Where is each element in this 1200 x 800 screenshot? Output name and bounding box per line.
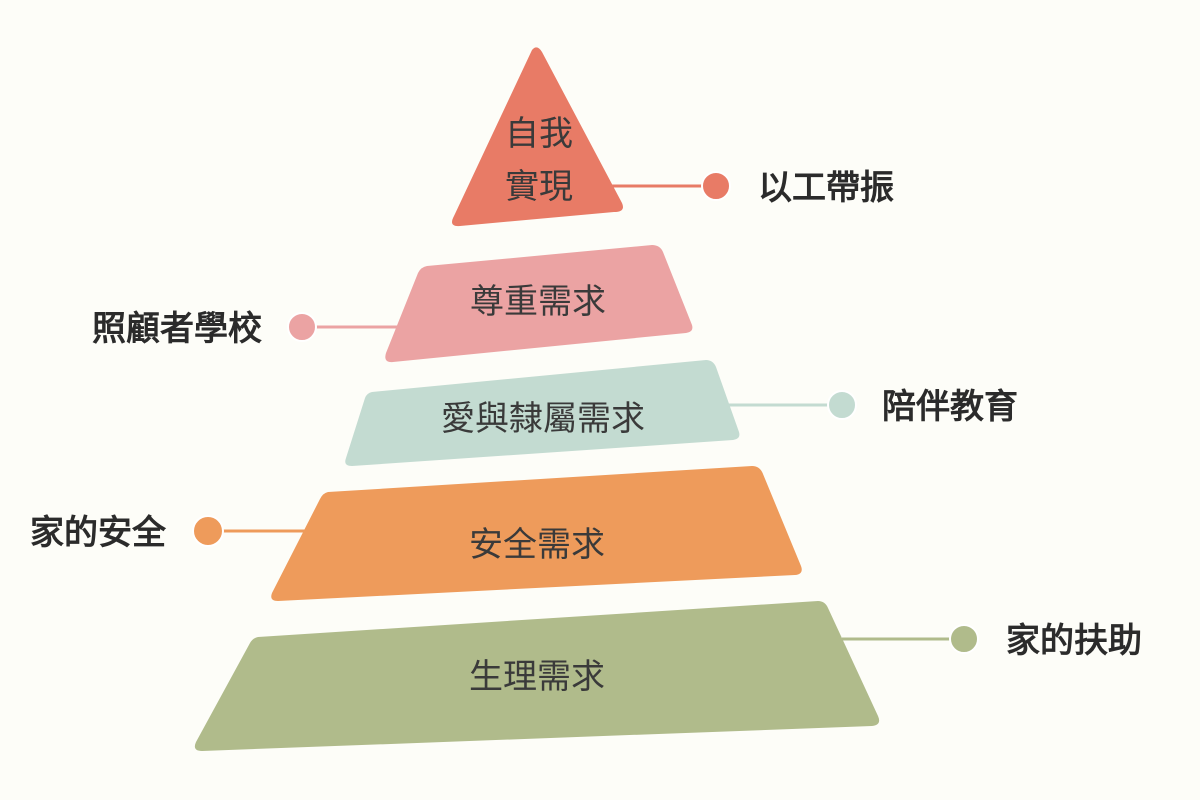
side-label-right: 家的扶助 (1006, 621, 1142, 661)
tier-shape (452, 47, 623, 227)
tier-label: 生理需求 (469, 657, 605, 697)
tier-label-line-2: 實現 (505, 167, 573, 207)
connector-dot (287, 312, 317, 342)
tier-love-belonging: 愛與隸屬需求 陪伴教育 (345, 360, 1018, 466)
side-label-right: 以工帶振 (758, 168, 894, 208)
tier-self-actualization: 自我 實現 以工帶振 (452, 47, 894, 227)
side-label-left: 家的安全 (30, 513, 167, 553)
tier-physiological: 生理需求 家的扶助 (194, 601, 1142, 751)
connector-dot (949, 624, 979, 654)
tier-label-line-1: 自我 (505, 114, 573, 154)
tier-safety: 安全需求 家的安全 (30, 466, 802, 601)
tier-label: 安全需求 (469, 525, 605, 565)
connector-dot (701, 171, 731, 201)
tier-label: 尊重需求 (470, 282, 606, 322)
tier-shape (385, 245, 693, 363)
tier-shape (345, 360, 740, 466)
tier-label: 愛與隸屬需求 (441, 399, 645, 439)
connector-dot (827, 390, 857, 420)
tier-shape (194, 601, 880, 751)
tier-shape (271, 466, 802, 601)
side-label-right: 陪伴教育 (882, 387, 1018, 427)
tier-esteem: 尊重需求 照顧者學校 (92, 245, 693, 363)
side-label-left: 照顧者學校 (92, 309, 262, 349)
connector-dot (192, 515, 224, 547)
